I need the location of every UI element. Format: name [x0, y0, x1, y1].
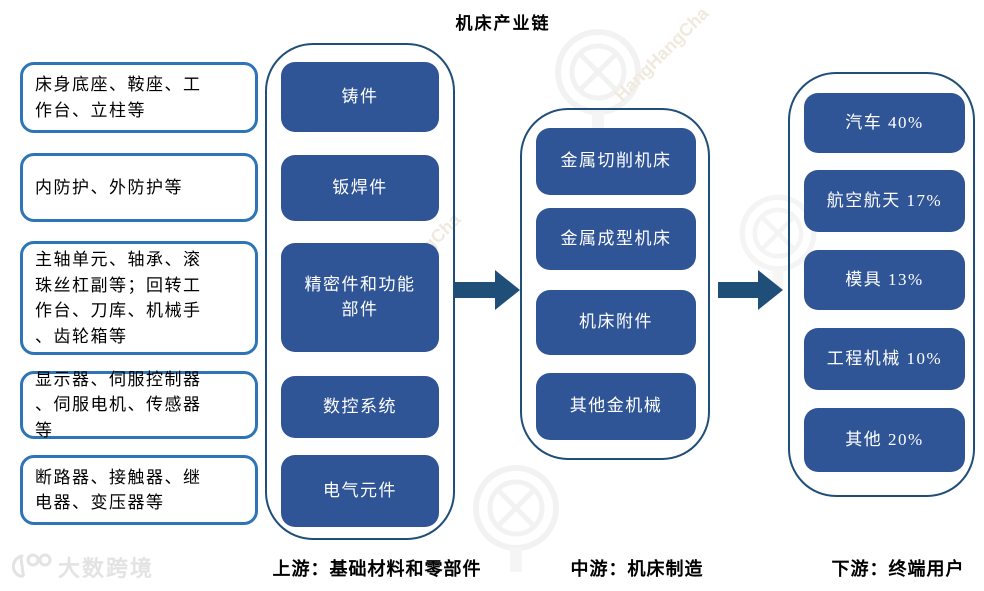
- upstream-label: 上游：基础材料和零部件: [272, 559, 482, 579]
- midstream-node: 金属成型机床: [536, 208, 696, 270]
- diagram-title: 机床产业链: [455, 14, 551, 33]
- upstream-component-node: 数控系统: [281, 376, 439, 438]
- watermark-brand-icon: [12, 553, 52, 578]
- downstream-node: 模具 13%: [804, 250, 965, 310]
- upstream-material-box: 断路器、接触器、继 电器、变压器等: [20, 455, 258, 525]
- midstream-node: 机床附件: [536, 290, 696, 355]
- midstream-container: [520, 108, 710, 460]
- arrow-right-icon: [455, 270, 520, 310]
- upstream-material-box: 内防护、外防护等: [20, 153, 258, 222]
- midstream-node: 其他金机械: [536, 373, 696, 440]
- upstream-component-node: 钣焊件: [281, 155, 439, 221]
- downstream-node: 其他 20%: [804, 408, 965, 472]
- midstream-node: 金属切削机床: [536, 128, 696, 195]
- watermark-brand-text: 大数跨境: [58, 556, 155, 581]
- midstream-label: 中游：机床制造: [570, 559, 704, 579]
- downstream-label: 下游：终端用户: [831, 559, 965, 579]
- upstream-component-node: 铸件: [281, 62, 439, 132]
- upstream-components-container: [265, 43, 455, 540]
- upstream-component-node: 电气元件: [281, 455, 439, 527]
- arrow-right-icon: [718, 270, 783, 310]
- downstream-node: 航空航天 17%: [804, 170, 965, 232]
- upstream-component-node: 精密件和功能 部件: [281, 243, 439, 352]
- upstream-material-box: 显示器、伺服控制器 、伺服电机、传感器 等: [20, 370, 258, 440]
- upstream-material-box: 床身底座、鞍座、工 作台、立柱等: [20, 62, 258, 133]
- downstream-node: 汽车 40%: [804, 93, 965, 153]
- watermark-brand: 大数跨境: [8, 551, 154, 583]
- downstream-container: [788, 72, 975, 497]
- upstream-material-box: 主轴单元、轴承、滚 珠丝杠副等；回转工 作台、刀库、机械手 、齿轮箱等: [20, 241, 258, 355]
- downstream-node: 工程机械 10%: [804, 328, 965, 390]
